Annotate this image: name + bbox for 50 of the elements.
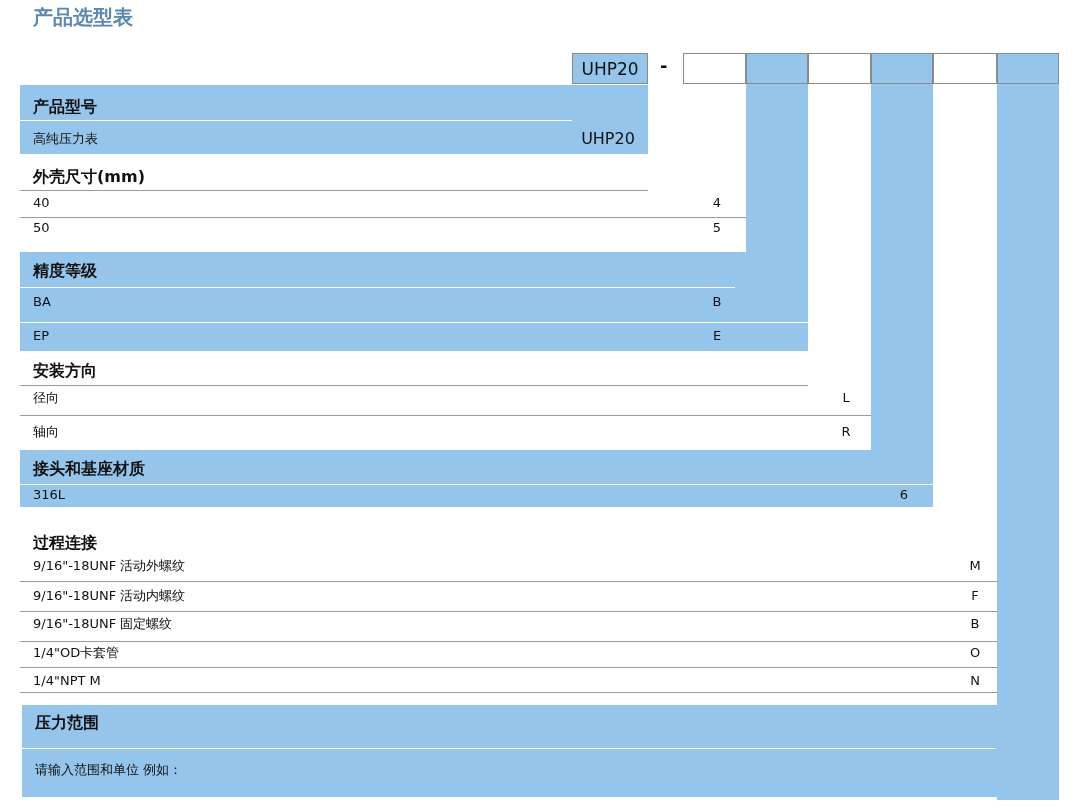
section-heading: 接头和基座材质 — [33, 459, 145, 479]
option-text: 高纯压力表 — [33, 131, 98, 147]
code-box — [933, 53, 997, 84]
option-code: B — [970, 616, 980, 632]
option-text: BA — [33, 294, 51, 310]
code-box — [997, 53, 1059, 84]
option-text: 径向 — [33, 390, 59, 406]
section-heading: 过程连接 — [33, 533, 97, 553]
code-column — [746, 84, 808, 252]
code-box — [683, 53, 746, 84]
section-heading: 外壳尺寸(mm) — [33, 167, 145, 187]
code-box — [746, 53, 808, 84]
option-text: 9/16"-18UNF 固定螺纹 — [33, 616, 173, 632]
code-box — [808, 53, 871, 84]
option-code: B — [712, 294, 722, 310]
code-column — [997, 84, 1059, 800]
option-code: 4 — [712, 195, 722, 211]
option-text: 50 — [33, 220, 50, 236]
section-heading: 安装方向 — [33, 361, 97, 381]
option-text: 40 — [33, 195, 50, 211]
option-text: 9/16"-18UNF 活动外螺纹 — [33, 558, 186, 574]
option-code: 5 — [712, 220, 722, 236]
section-band — [20, 85, 648, 154]
option-text: 9/16"-18UNF 活动内螺纹 — [33, 588, 186, 604]
section-heading: 压力范围 — [35, 713, 99, 733]
option-code: M — [969, 558, 981, 574]
option-code: E — [712, 328, 722, 344]
section-band — [20, 252, 808, 351]
option-code: L — [842, 390, 850, 406]
section-heading: 精度等级 — [33, 261, 97, 281]
option-code: 6 — [899, 487, 909, 503]
option-code: N — [970, 673, 980, 689]
code-box — [871, 53, 933, 84]
option-text: 316L — [33, 487, 66, 503]
code-box: UHP20 — [572, 53, 648, 84]
option-text: 请输入范围和单位 例如： — [35, 762, 183, 778]
option-code: UHP20 — [581, 129, 635, 149]
option-code: R — [841, 424, 851, 440]
option-code: F — [971, 588, 979, 604]
separator-dash: - — [660, 55, 668, 76]
code-column — [871, 84, 933, 450]
page-title: 产品选型表 — [33, 4, 133, 31]
section-band — [22, 705, 997, 797]
option-text: 1/4"NPT M — [33, 673, 101, 689]
option-text: 1/4"OD卡套管 — [33, 645, 120, 661]
section-heading: 产品型号 — [33, 97, 97, 117]
option-code: O — [969, 645, 981, 661]
option-text: 轴向 — [33, 424, 59, 440]
section-band — [20, 450, 933, 507]
option-text: EP — [33, 328, 50, 344]
